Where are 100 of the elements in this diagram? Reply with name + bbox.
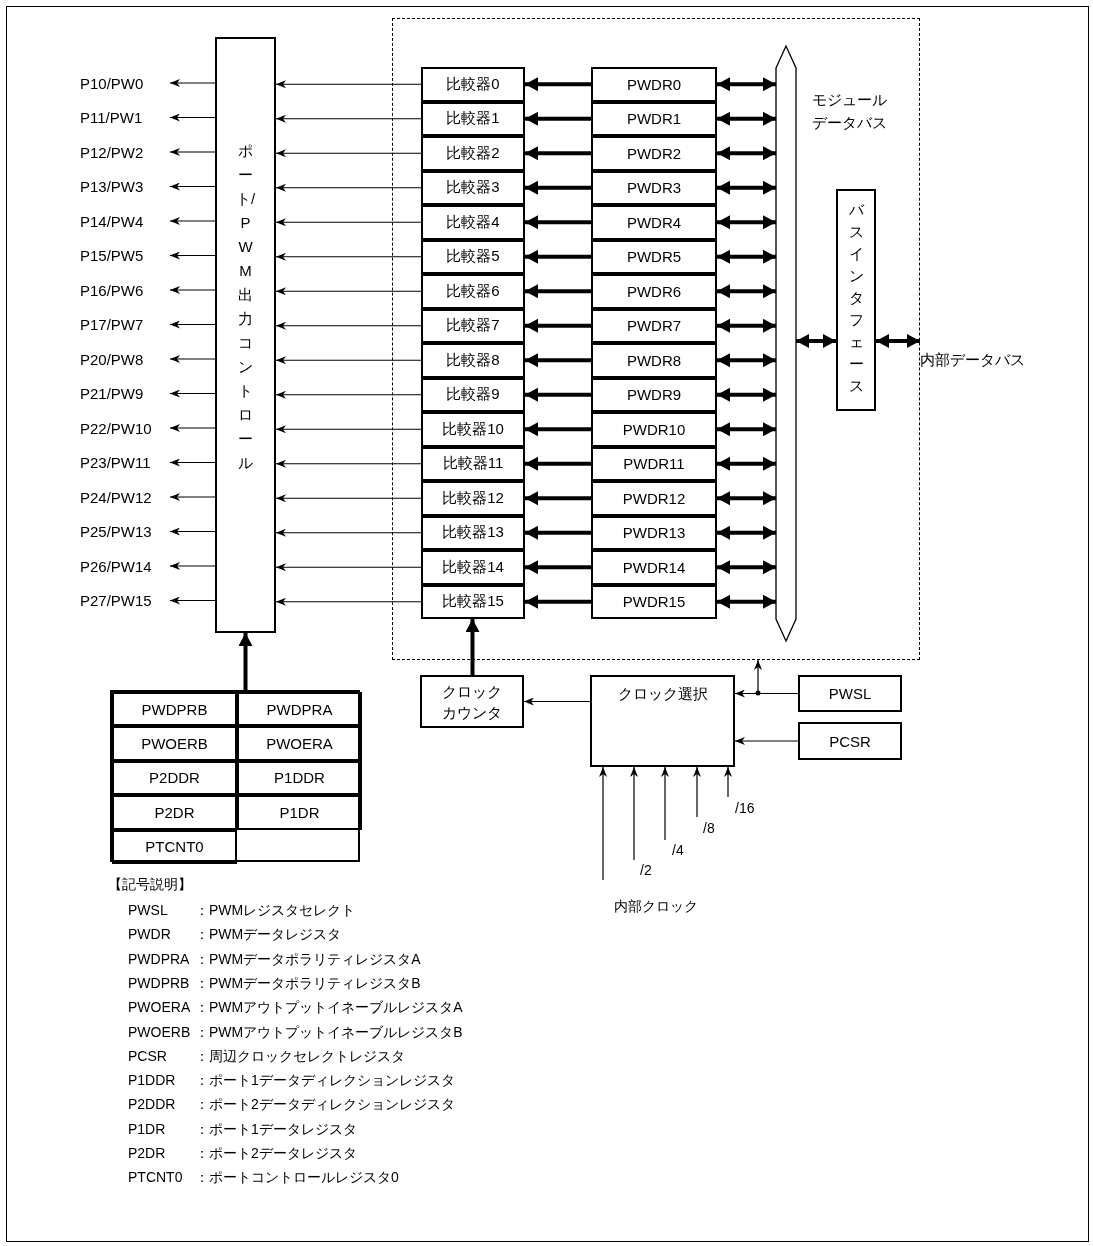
comparator-box: 比較器0 [421,67,525,102]
edge-label: /2 [640,862,652,878]
arrow [523,697,591,706]
register-box: PWDR10 [591,412,717,447]
arrow [169,527,216,536]
legend-term: PWOERB [128,1023,191,1040]
arrow [754,659,799,695]
arrow [275,321,422,330]
bus-arrow [525,422,591,437]
arrow [275,218,422,227]
bus-arrow [465,619,480,675]
register-cell: P1DDR [237,760,362,796]
comparator-box: 比較器4 [421,205,525,240]
legend-definition: ：PWMデータポラリティレジスタA [195,950,421,969]
legend-term: PWDR [128,926,171,943]
bus-label: モジュールデータバス [812,90,888,133]
data-bus-bar [776,46,796,641]
register-cell: PTCNT0 [112,829,237,864]
bus-arrow [525,146,591,161]
legend-term: P2DDR [128,1096,176,1113]
arrow [169,320,216,329]
arrow [169,424,216,432]
arrow [275,149,422,158]
pin-label: P24/PW12 [80,487,170,507]
pin-label: P20/PW8 [80,349,170,369]
clock-label: 内部クロック [614,898,698,916]
register-box: PWDR4 [591,205,717,240]
bus-label: 内部データバス [920,338,1025,382]
comparator-box: 比較器14 [421,550,525,585]
arrow [693,766,701,818]
comparator-box: 比較器3 [421,170,525,205]
pin-label: P21/PW9 [80,383,170,404]
arrow [169,182,216,191]
legend-definition: ：ポートコントロールレジスタ0 [195,1169,399,1188]
bus-arrow [238,633,253,690]
arrow [169,458,216,467]
bus-arrow [876,334,920,348]
bus-arrow [717,456,776,471]
legend-definition: ：PWMアウトプットイネーブルレジスタA [195,999,463,1018]
pin-label: P14/PW4 [80,211,170,231]
register-table [110,690,360,862]
comparator-box: 比較器1 [421,101,525,136]
bus-arrow [717,249,776,264]
register-cell: P2DDR [112,760,237,796]
legend-term: PWDPRB [128,974,190,991]
arrow [275,425,422,434]
comparator-box: 比較器9 [421,377,525,412]
register-cell: PWOERB [112,726,237,761]
pin-label: P23/PW11 [80,452,170,473]
arrow [734,737,799,745]
arrow [275,528,422,537]
legend-definition: ：ポート1データレジスタ [195,1120,357,1139]
comparator-box: 比較器5 [421,239,525,274]
bus-arrow [717,422,776,437]
bus-arrow [717,353,776,368]
legend-term: PWOERA [128,999,191,1016]
comparator-box: 比較器8 [421,343,525,378]
arrow [275,114,422,123]
register-box: PWDR8 [591,343,717,378]
register-box: PWDR0 [591,67,717,102]
arrow [169,113,216,122]
legend-heading: 【記号説明】 [108,876,192,894]
bus-arrow [717,284,776,299]
bus-arrow [525,215,591,230]
comparator-box: 比較器2 [421,136,525,171]
arrow [724,766,732,798]
pin-label: P15/PW5 [80,245,170,266]
pin-label: P25/PW13 [80,521,170,542]
pin-label: P27/PW15 [80,590,170,611]
arrow [275,459,422,468]
pin-label: P10/PW0 [80,73,170,93]
arrow [169,355,216,363]
legend-definition: ：PWMアウトプットイネーブルレジスタB [195,1023,463,1042]
legend-definition: ：ポート2データディレクションレジスタ [195,1096,455,1115]
legend-term: P1DDR [128,1072,176,1089]
register-cell: PWOERA [237,726,362,761]
pin-label: P13/PW3 [80,176,170,197]
bus-arrow [717,77,776,92]
bus-arrow [717,146,776,161]
bus-arrow [525,318,591,333]
arrow [169,217,216,225]
legend-definition: ：ポート2データレジスタ [195,1145,357,1163]
register-box: PWDR1 [591,101,717,136]
legend-definition: ：PWMデータポラリティレジスタB [195,974,421,993]
bus-arrow [796,334,836,348]
register-box: PWDR14 [591,550,717,585]
legend-term: P2DR [128,1145,166,1161]
arrow [275,80,422,89]
arrow [169,596,216,605]
register-box: PWDR15 [591,584,717,619]
comparator-box: 比較器13 [421,515,525,550]
pin-label: P12/PW2 [80,142,170,162]
arrow [275,183,422,192]
legend-term: PCSR [128,1047,167,1064]
bus-arrow [525,456,591,471]
bus-arrow [525,560,591,575]
bus-arrow [525,111,591,126]
bus-arrow [717,111,776,126]
arrow [169,389,216,398]
register-box: PWDR9 [591,377,717,412]
